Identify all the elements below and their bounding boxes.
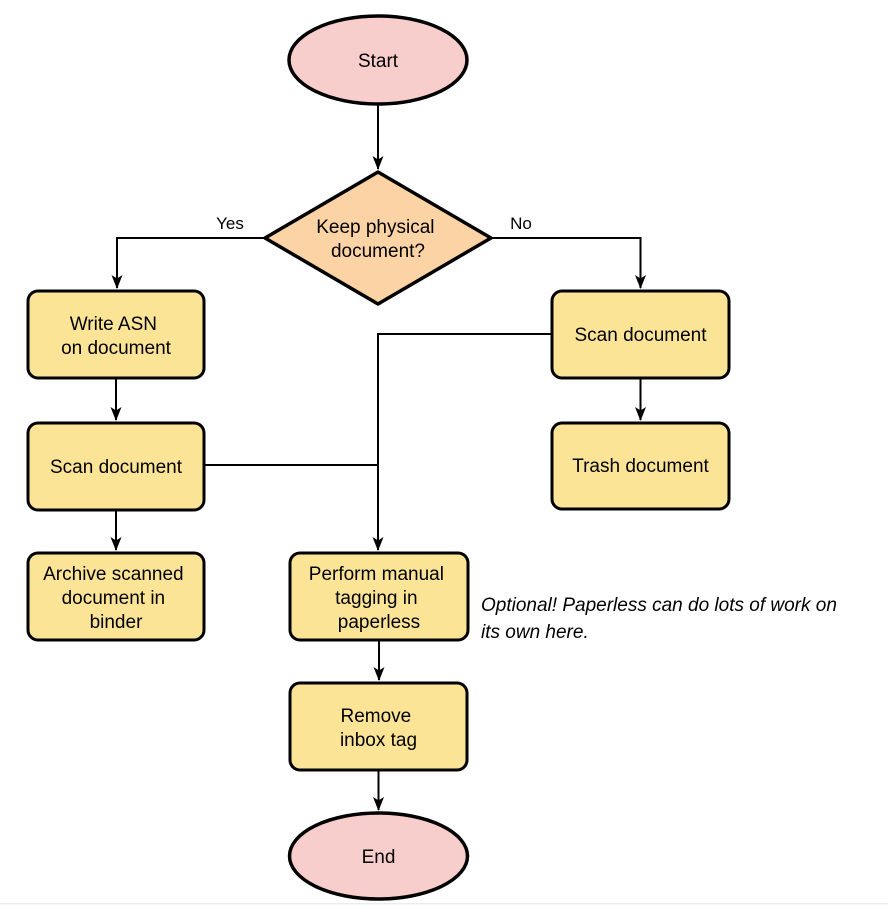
tagging-line3: paperless <box>338 612 420 633</box>
node-remove-inbox: Remove inbox tag <box>288 681 469 772</box>
archive-label: Archive scanned document in binder <box>43 564 189 633</box>
remove-inbox-label: Remove inbox tag <box>340 706 417 751</box>
bottom-divider <box>0 903 888 905</box>
tagging-label: Perform manual tagging in paperless <box>309 564 449 633</box>
decision-label-line2: document? <box>331 241 425 262</box>
scan-right-label: Scan document <box>574 325 707 346</box>
write-asn-label: Write ASN on document <box>61 314 172 359</box>
node-trash: Trash document <box>550 421 731 511</box>
write-asn-box <box>26 289 206 380</box>
end-label: End <box>362 847 396 868</box>
annotation-line1: Optional! Paperless can do lots of work … <box>481 595 837 616</box>
node-scan-right: Scan document <box>550 289 731 380</box>
scan-left-box <box>26 421 206 512</box>
remove-inbox-line2: inbox tag <box>340 730 417 751</box>
tagging-line2: tagging in <box>335 588 417 609</box>
archive-box <box>26 551 206 642</box>
node-archive: Archive scanned document in binder <box>26 551 206 642</box>
edge-decision-yes <box>111 237 266 289</box>
tagging-box <box>288 551 470 642</box>
tagging-line1: Perform manual <box>309 564 444 585</box>
annotation-note: Optional! Paperless can do lots of work … <box>481 595 842 643</box>
decision-label: Keep physical document? <box>316 217 440 262</box>
node-end: End <box>287 811 470 901</box>
edge-scanright-to-tagging <box>372 333 552 551</box>
scan-left-label: Scan document <box>50 457 183 478</box>
remove-inbox-box <box>288 681 469 772</box>
edge-decision-no <box>490 237 646 289</box>
trash-box <box>550 421 731 511</box>
remove-inbox-line1: Remove <box>340 706 411 727</box>
scan-right-box <box>550 289 731 380</box>
decision-label-line1: Keep physical <box>316 217 434 238</box>
write-asn-line2: on document <box>61 338 172 359</box>
node-decision: Keep physical document? <box>263 170 493 306</box>
edge-label-yes: Yes <box>216 214 244 233</box>
trash-label: Trash document <box>572 456 709 477</box>
edge-label-no: No <box>510 214 532 233</box>
node-start: Start <box>287 14 469 106</box>
write-asn-line1: Write ASN <box>70 314 157 335</box>
archive-line2: document in <box>62 588 166 609</box>
decision-diamond <box>263 170 493 306</box>
node-scan-left: Scan document <box>26 421 206 512</box>
start-label: Start <box>358 51 399 72</box>
edges <box>110 104 646 811</box>
node-write-asn: Write ASN on document <box>26 289 206 380</box>
archive-line3: binder <box>90 612 143 633</box>
end-ellipse <box>287 811 470 901</box>
node-tagging: Perform manual tagging in paperless <box>288 551 470 642</box>
annotation-line2: its own here. <box>481 622 589 643</box>
start-ellipse <box>287 14 469 106</box>
archive-line1: Archive scanned <box>43 564 183 585</box>
